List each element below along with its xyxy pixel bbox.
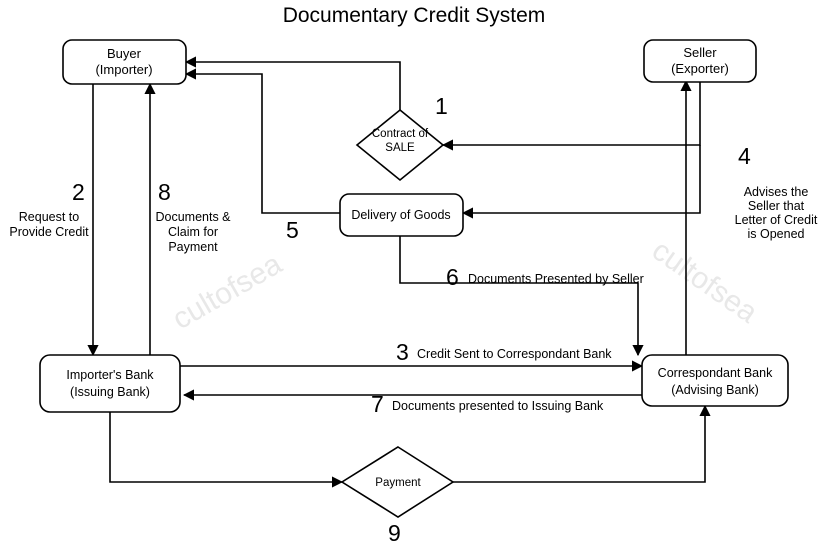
- node-payment[interactable]: Payment: [340, 446, 455, 518]
- node-seller-box[interactable]: [643, 39, 757, 83]
- connector-1-seller-to-contract: [441, 81, 701, 151]
- node-contract-of-sale-diamond[interactable]: [355, 108, 445, 182]
- step-1-number: 1: [435, 93, 448, 119]
- step-8-label-line2: Claim for: [168, 225, 218, 239]
- step-4-label-line1: Advises the: [744, 185, 809, 199]
- step-9-number: 9: [388, 520, 401, 546]
- connector-9-importers-bank-to-payment: [109, 412, 344, 488]
- node-seller-label-line2: (Exporter): [671, 61, 729, 76]
- node-delivery-of-goods[interactable]: Delivery of Goods: [339, 193, 464, 237]
- step-3-number: 3: [396, 339, 409, 365]
- node-delivery-label: Delivery of Goods: [351, 208, 450, 222]
- node-payment-diamond[interactable]: [340, 446, 455, 518]
- connector-1-contract-to-buyer: [184, 56, 401, 110]
- step-8-label-line3: Payment: [168, 240, 218, 254]
- step-8-label-line1: Documents &: [155, 210, 231, 224]
- step-6-label: Documents Presented by Seller: [468, 272, 644, 286]
- node-correspondant-bank-label-line1: Correspondant Bank: [658, 366, 773, 380]
- node-correspondant-bank-box[interactable]: [641, 354, 789, 407]
- node-buyer-label-line2: (Importer): [95, 62, 152, 77]
- node-importers-bank[interactable]: Importer's Bank (Issuing Bank): [39, 354, 181, 413]
- step-2-label-line1: Request to: [19, 210, 80, 224]
- step-3-label: Credit Sent to Correspondant Bank: [417, 347, 612, 361]
- node-buyer[interactable]: Buyer (Importer): [62, 39, 187, 85]
- watermark-right: cultofsea: [646, 234, 764, 330]
- node-importers-bank-label-line1: Importer's Bank: [66, 368, 154, 382]
- node-correspondant-bank[interactable]: Correspondant Bank (Advising Bank): [641, 354, 789, 407]
- connector-5-delivery-to-buyer: [184, 68, 340, 214]
- node-buyer-box[interactable]: [62, 39, 187, 85]
- connector-9-payment-to-correspondant-bank: [453, 404, 711, 483]
- node-importers-bank-box[interactable]: [39, 354, 181, 413]
- node-delivery-of-goods-box[interactable]: [339, 193, 464, 237]
- node-correspondant-bank-label-line2: (Advising Bank): [671, 383, 759, 397]
- node-seller-label-line1: Seller: [683, 45, 717, 60]
- connector-6-delivery-to-correspondant-bank: [399, 236, 644, 357]
- step-8-number: 8: [158, 179, 171, 205]
- node-payment-label: Payment: [375, 477, 421, 489]
- step-2-number: 2: [72, 179, 85, 205]
- node-seller[interactable]: Seller (Exporter): [643, 39, 757, 83]
- step-6-number: 6: [446, 264, 459, 290]
- watermark-left: cultofsea: [167, 247, 288, 336]
- step-7-number: 7: [371, 391, 384, 417]
- node-contract-label-line2: SALE: [385, 142, 415, 154]
- node-contract-of-sale[interactable]: Contract of SALE: [355, 108, 445, 182]
- step-4-label-line4: is Opened: [748, 227, 805, 241]
- node-buyer-label-line1: Buyer: [107, 46, 142, 61]
- step-4-label-line3: Letter of Credit: [735, 213, 818, 227]
- step-7-label: Documents presented to Issuing Bank: [392, 399, 604, 413]
- step-4-number: 4: [738, 143, 751, 169]
- diagram-title: Documentary Credit System: [283, 4, 546, 27]
- step-2-label-line2: Provide Credit: [9, 225, 89, 239]
- step-4-label-line2: Seller that: [748, 199, 805, 213]
- step-5-number: 5: [286, 217, 299, 243]
- node-contract-label-line1: Contract of: [372, 128, 429, 140]
- connector-4-seller-to-delivery: [461, 145, 701, 219]
- node-importers-bank-label-line2: (Issuing Bank): [70, 385, 150, 399]
